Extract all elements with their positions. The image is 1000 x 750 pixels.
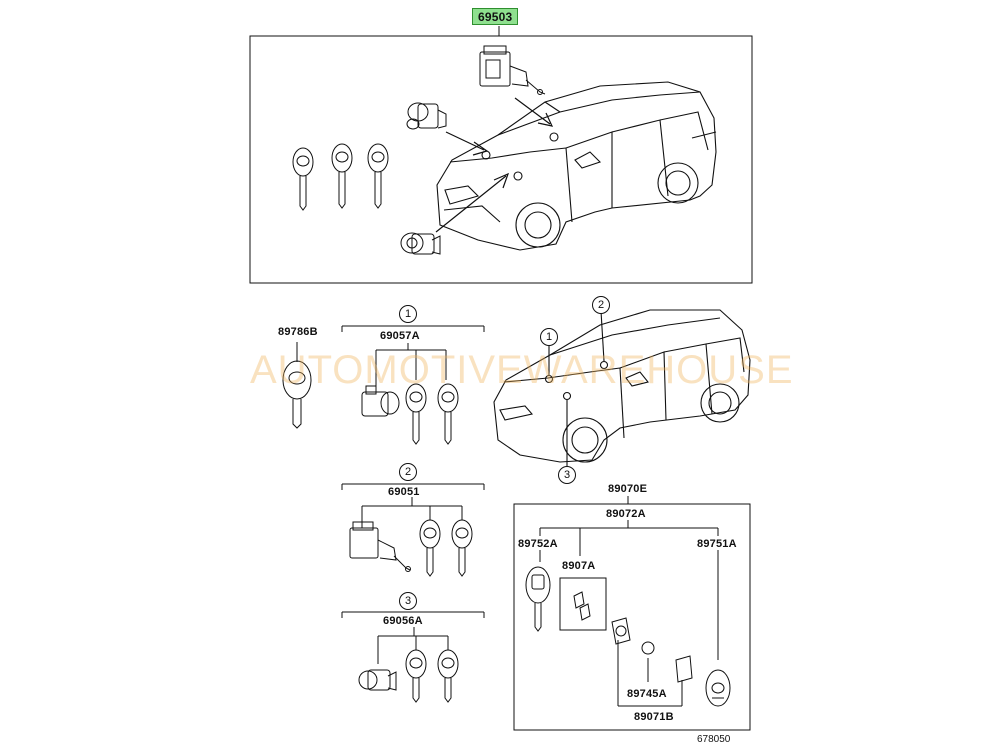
title-part-number[interactable]: 69503 bbox=[472, 8, 519, 25]
marker-1-vehicle: 1 bbox=[540, 328, 558, 346]
door-cylinder-bottom bbox=[400, 232, 441, 255]
door-cylinder-top bbox=[406, 102, 447, 130]
transmitter-parts bbox=[525, 566, 731, 707]
marker-1-group: 1 bbox=[399, 305, 417, 323]
key-blank-89786b bbox=[282, 360, 312, 429]
group2-brackets bbox=[341, 483, 485, 528]
group3-brackets bbox=[341, 611, 485, 664]
transmitter-brackets bbox=[539, 520, 719, 707]
watermark: AUTOMOTIVEWAREHOUSE bbox=[250, 348, 794, 392]
group1-parts bbox=[361, 383, 459, 445]
callout-group1[interactable]: 69057A bbox=[380, 330, 420, 342]
marker-3-group: 3 bbox=[399, 592, 417, 610]
callout-key-blank[interactable]: 89786B bbox=[278, 326, 318, 338]
arrows-top bbox=[435, 97, 554, 233]
callout-battery[interactable]: 89745A bbox=[627, 688, 667, 700]
group3-parts bbox=[358, 649, 459, 703]
diagram-reference: 678050 bbox=[697, 734, 731, 745]
callout-group2[interactable]: 69051 bbox=[388, 486, 420, 498]
callout-insert[interactable]: 8907A bbox=[562, 560, 596, 572]
marker-2-vehicle: 2 bbox=[592, 296, 610, 314]
top-frame bbox=[249, 35, 753, 284]
ignition-cylinder-top bbox=[479, 45, 546, 95]
callout-housing-left[interactable]: 89752A bbox=[518, 538, 558, 550]
transmitter-frame bbox=[513, 503, 751, 731]
callout-transmitter-set[interactable]: 89070E bbox=[608, 483, 648, 495]
group2-parts bbox=[349, 519, 473, 577]
callout-housing-right[interactable]: 89751A bbox=[697, 538, 737, 550]
vehicle-top bbox=[436, 81, 717, 251]
callout-transmitter-assy[interactable]: 89072A bbox=[606, 508, 646, 520]
marker-2-group: 2 bbox=[399, 463, 417, 481]
callout-sub-assy[interactable]: 89071B bbox=[634, 711, 674, 723]
group1-brackets bbox=[341, 325, 485, 386]
vehicle-middle bbox=[493, 309, 751, 466]
marker-3-vehicle: 3 bbox=[558, 466, 576, 484]
callout-group3[interactable]: 69056A bbox=[383, 615, 423, 627]
keys-top bbox=[292, 143, 389, 211]
